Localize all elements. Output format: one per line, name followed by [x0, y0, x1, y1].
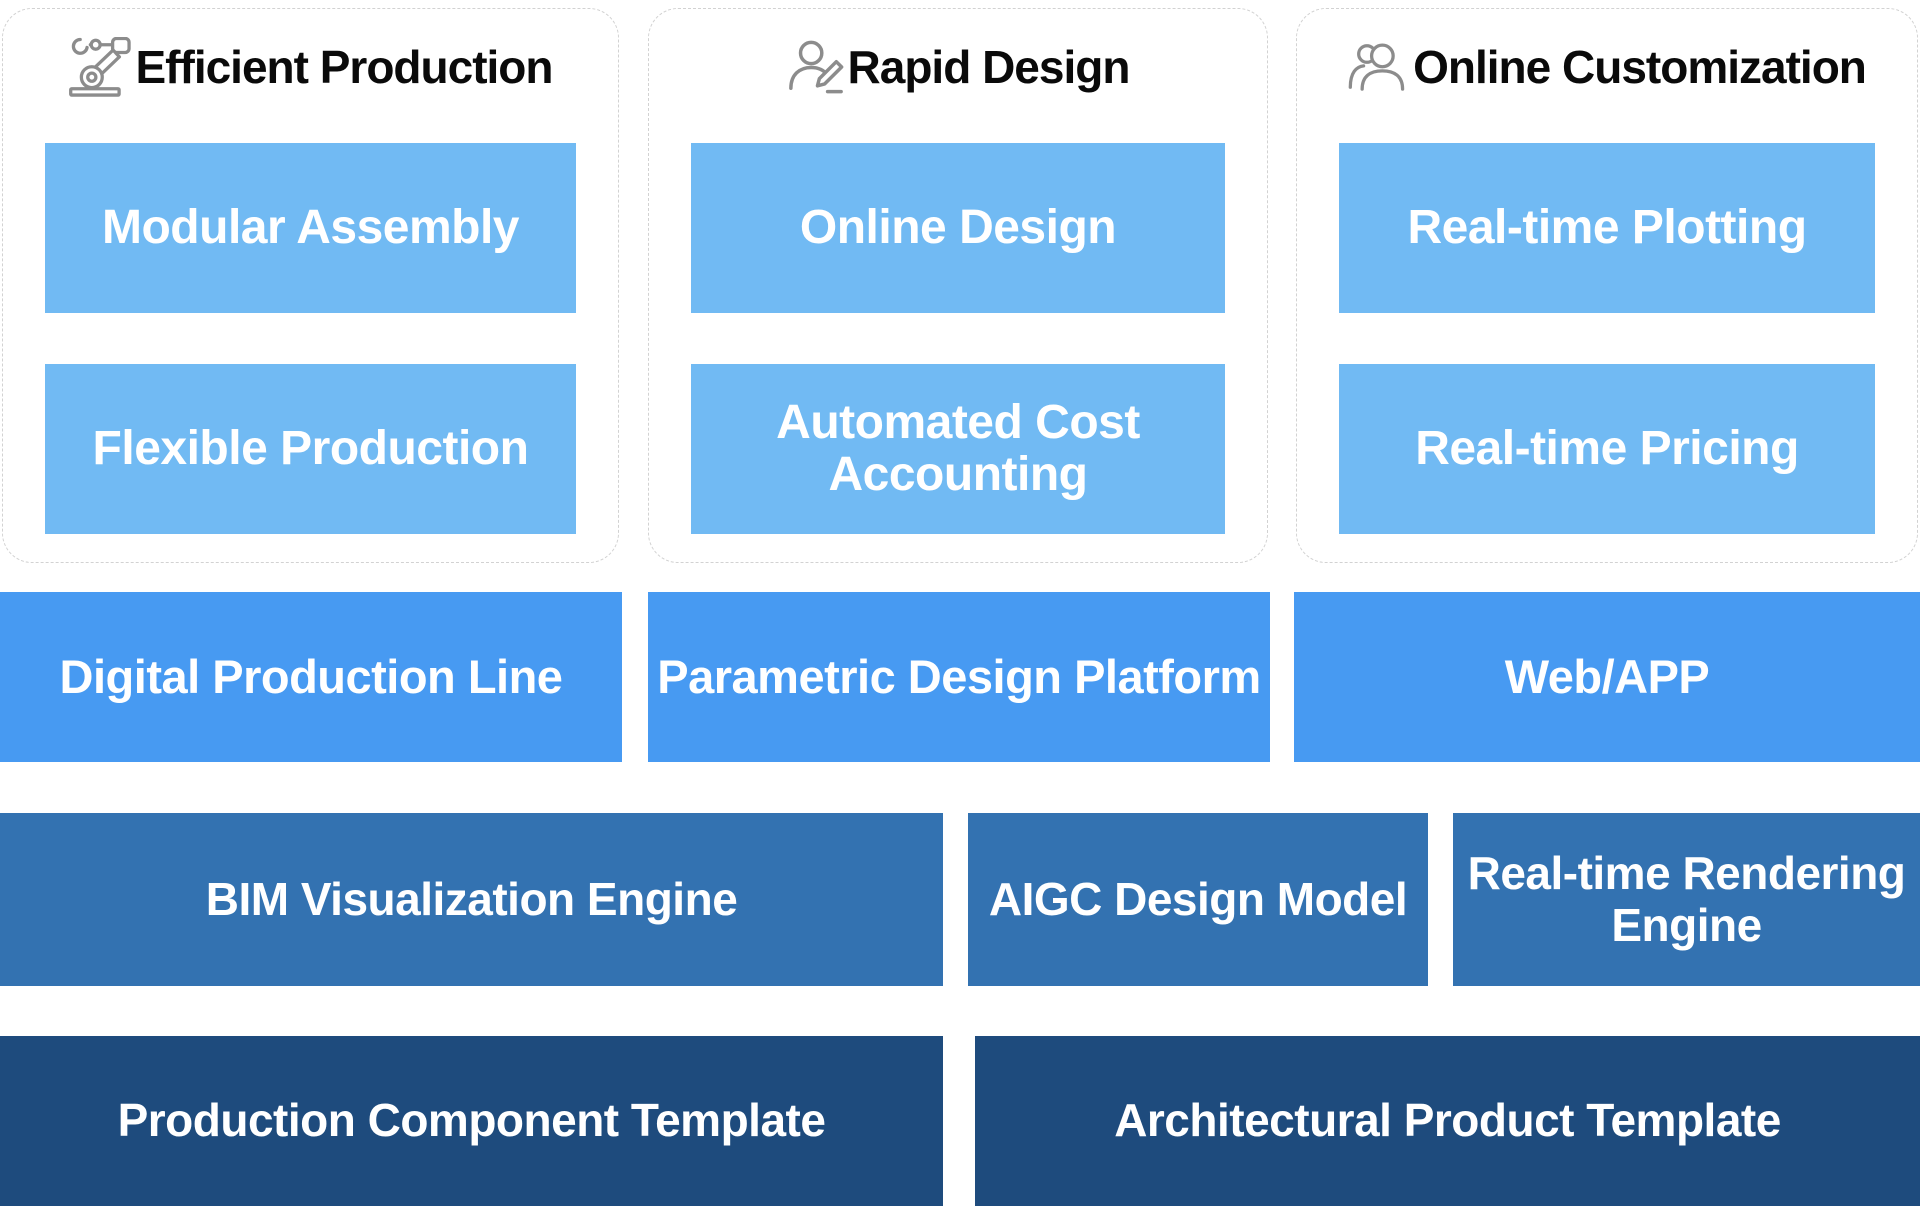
card-header-rapid-design: Rapid Design: [649, 31, 1267, 103]
card-header-online-customization: Online Customization: [1297, 31, 1917, 103]
block-architectural-product-template: Architectural Product Template: [975, 1036, 1920, 1206]
block-aigc-design-model: AIGC Design Model: [968, 813, 1428, 986]
card-title-efficient-production: Efficient Production: [135, 41, 554, 93]
feature-box-flexible-production: Flexible Production: [45, 364, 576, 534]
block-bim-visualization-engine: BIM Visualization Engine: [0, 813, 943, 986]
robot-arm-icon: [68, 37, 133, 97]
card-efficient-production: Efficient Production Modular Assembly Fl…: [2, 8, 619, 563]
block-parametric-design-platform: Parametric Design Platform: [648, 592, 1270, 762]
card-online-customization: Online Customization Real-time Plotting …: [1296, 8, 1918, 563]
block-digital-production-line: Digital Production Line: [0, 592, 622, 762]
feature-box-online-design: Online Design: [691, 143, 1225, 313]
feature-box-real-time-pricing: Real-time Pricing: [1339, 364, 1875, 534]
card-header-efficient-production: Efficient Production: [3, 31, 618, 103]
block-real-time-rendering-engine: Real-time Rendering Engine: [1453, 813, 1920, 986]
user-edit-icon: [787, 37, 845, 97]
block-production-component-template: Production Component Template: [0, 1036, 943, 1206]
feature-box-modular-assembly: Modular Assembly: [45, 143, 576, 313]
users-icon: [1348, 41, 1410, 93]
card-title-rapid-design: Rapid Design: [847, 41, 1131, 93]
feature-box-automated-cost-accounting: Automated Cost Accounting: [691, 364, 1225, 534]
card-rapid-design: Rapid Design Online Design Automated Cos…: [648, 8, 1268, 563]
feature-box-real-time-plotting: Real-time Plotting: [1339, 143, 1875, 313]
card-title-online-customization: Online Customization: [1413, 41, 1867, 93]
block-web-app: Web/APP: [1294, 592, 1920, 762]
